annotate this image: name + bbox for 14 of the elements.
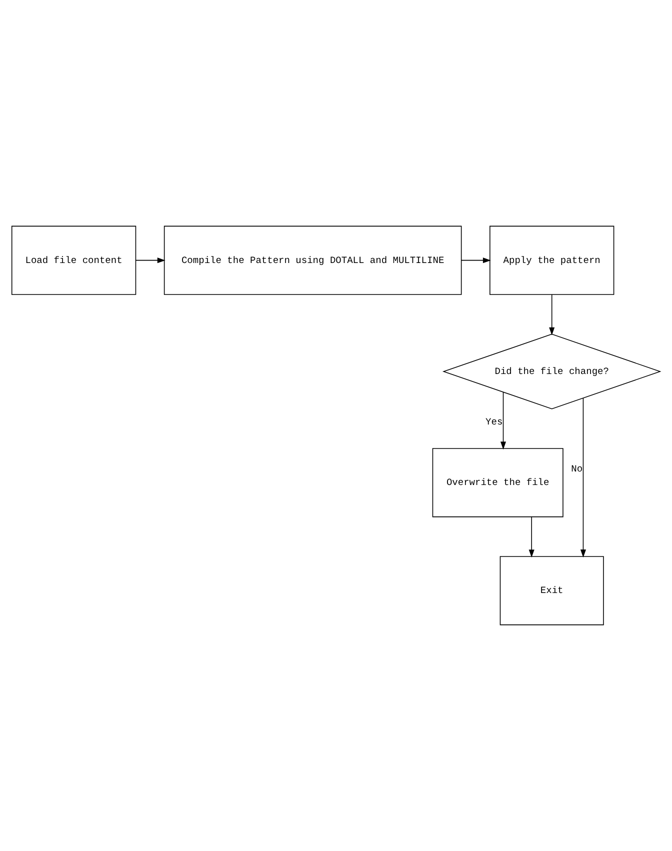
edge-label: No: [571, 463, 583, 474]
arrow: [461, 258, 491, 264]
node-box: Load file content: [11, 226, 136, 295]
node-box: Overwrite the file: [432, 448, 564, 518]
arrow: [528, 516, 534, 558]
node-diamond: Did the file change?: [442, 334, 662, 410]
arrow: [580, 398, 586, 558]
node-box: Compile the Pattern using DOTALL and MULTILINE: [164, 226, 462, 295]
edge-label: Yes: [486, 416, 503, 428]
arrow: [500, 392, 506, 450]
arrow: [549, 294, 555, 336]
node-box: Exit: [500, 556, 604, 626]
node-box: Apply the pattern: [490, 226, 614, 295]
arrow: [136, 258, 166, 264]
